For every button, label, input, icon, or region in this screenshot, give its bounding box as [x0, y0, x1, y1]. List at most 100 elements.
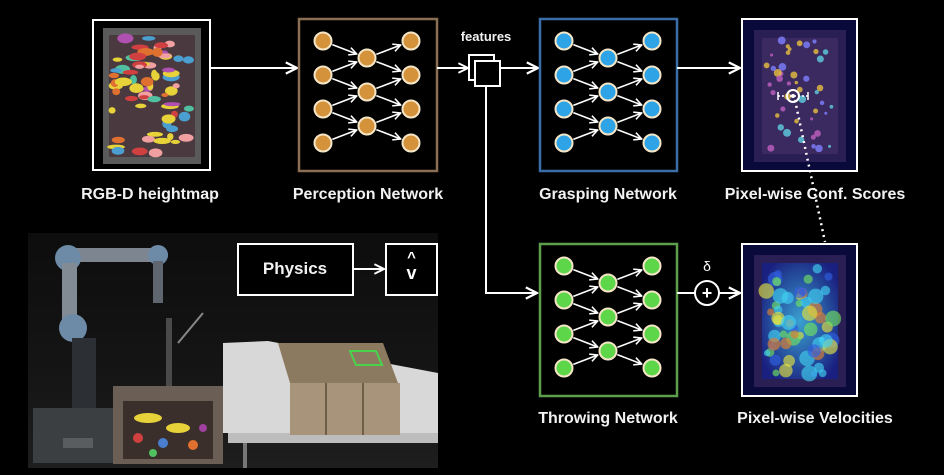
confidence-spot	[814, 89, 819, 95]
robot-control-box	[33, 408, 128, 463]
velocity-blob	[801, 365, 818, 382]
network-node	[313, 133, 333, 153]
network-edge	[617, 338, 641, 349]
confidence-spot	[824, 111, 828, 115]
heightmap-object	[111, 136, 125, 144]
velocity-blob	[819, 334, 833, 348]
velocity-blob	[779, 330, 788, 338]
confidence-spot	[770, 89, 776, 96]
network-edge	[617, 319, 641, 330]
robot-label-plate	[63, 438, 93, 448]
confidence-spot	[790, 71, 798, 79]
confidence-spot	[813, 48, 819, 55]
network-edge	[573, 62, 597, 73]
target-box-highlight	[348, 350, 384, 366]
network-node	[401, 65, 421, 85]
object	[188, 440, 198, 450]
network-node	[554, 256, 574, 276]
network-edge	[617, 113, 641, 124]
network-edge	[573, 336, 597, 347]
object	[133, 433, 143, 443]
confidence-spot	[778, 63, 787, 71]
network-node	[357, 82, 377, 102]
network-edge	[617, 94, 641, 105]
confidence-spot	[803, 41, 811, 49]
camera-mount	[177, 312, 204, 344]
network-edge	[617, 60, 641, 71]
sum-symbol: +	[701, 283, 713, 303]
network-edge	[573, 355, 597, 366]
network-edge	[573, 321, 597, 332]
object	[149, 449, 157, 457]
velocity-blob	[824, 272, 833, 281]
heightmap-object	[139, 95, 150, 100]
network-node	[313, 99, 333, 119]
heightmap-object	[154, 42, 169, 49]
network-node	[357, 116, 377, 136]
heightmap-object	[178, 111, 191, 122]
network-edge	[573, 111, 597, 122]
network-edge	[376, 60, 400, 71]
confidence-spot	[814, 130, 821, 137]
heightmap-object	[108, 107, 116, 114]
velocity-blob	[758, 283, 774, 299]
network-node	[642, 65, 662, 85]
velocity-blob	[814, 312, 827, 324]
network-edge	[332, 130, 356, 141]
network-node	[642, 256, 662, 276]
confidence-spot	[785, 50, 791, 55]
network-node	[401, 99, 421, 119]
features-label: features	[460, 29, 512, 44]
network-node	[313, 31, 333, 51]
object-banana	[166, 423, 190, 433]
network-edge	[617, 270, 641, 281]
velocity-blob	[767, 337, 781, 351]
robot-scene	[33, 245, 438, 468]
network-edge	[332, 43, 356, 54]
velocity-blob	[780, 337, 792, 350]
heightmap-object	[129, 52, 147, 61]
network-edge	[332, 77, 356, 88]
network-node	[401, 31, 421, 51]
network-edge	[573, 287, 597, 298]
network-edge	[376, 113, 400, 124]
heightmap-object	[117, 33, 134, 44]
network-node	[642, 290, 662, 310]
confidence-spot	[810, 134, 816, 140]
heightmap-object	[152, 47, 163, 57]
heightmap-object	[112, 57, 123, 62]
heightmap-object	[167, 133, 174, 141]
heightmap-object	[142, 135, 154, 141]
heightmap-object	[122, 69, 139, 75]
residual-delta-label: δ	[703, 258, 711, 274]
robot-joint	[148, 245, 168, 265]
velocity-blob	[772, 288, 789, 304]
network-node	[598, 341, 618, 361]
network-node	[554, 65, 574, 85]
network-edge	[332, 96, 356, 107]
network-node	[598, 82, 618, 102]
velocity-blob	[790, 330, 799, 339]
conf-scores-label: Pixel-wise Conf. Scores	[724, 186, 906, 203]
physics-label: Physics	[262, 259, 328, 278]
confidence-spot	[810, 117, 814, 121]
network-node	[598, 307, 618, 327]
throwing-network-label: Throwing Network	[538, 410, 678, 427]
confidence-spot	[816, 84, 824, 92]
heightmap-object	[141, 36, 156, 41]
features-icon	[468, 54, 501, 87]
network-node	[554, 31, 574, 51]
heightmap-object	[148, 148, 163, 158]
network-node	[642, 358, 662, 378]
heightmap-object	[166, 125, 179, 133]
network-edge	[376, 94, 400, 105]
heightmap-object	[147, 96, 161, 103]
object	[199, 424, 207, 432]
dotted-link-conf-to-velocity	[793, 99, 827, 243]
network-node	[554, 358, 574, 378]
confidence-spot	[794, 80, 799, 85]
network-edge	[573, 43, 597, 54]
network-node	[313, 65, 333, 85]
confidence-spot	[785, 44, 790, 49]
confidence-spot	[763, 62, 770, 69]
